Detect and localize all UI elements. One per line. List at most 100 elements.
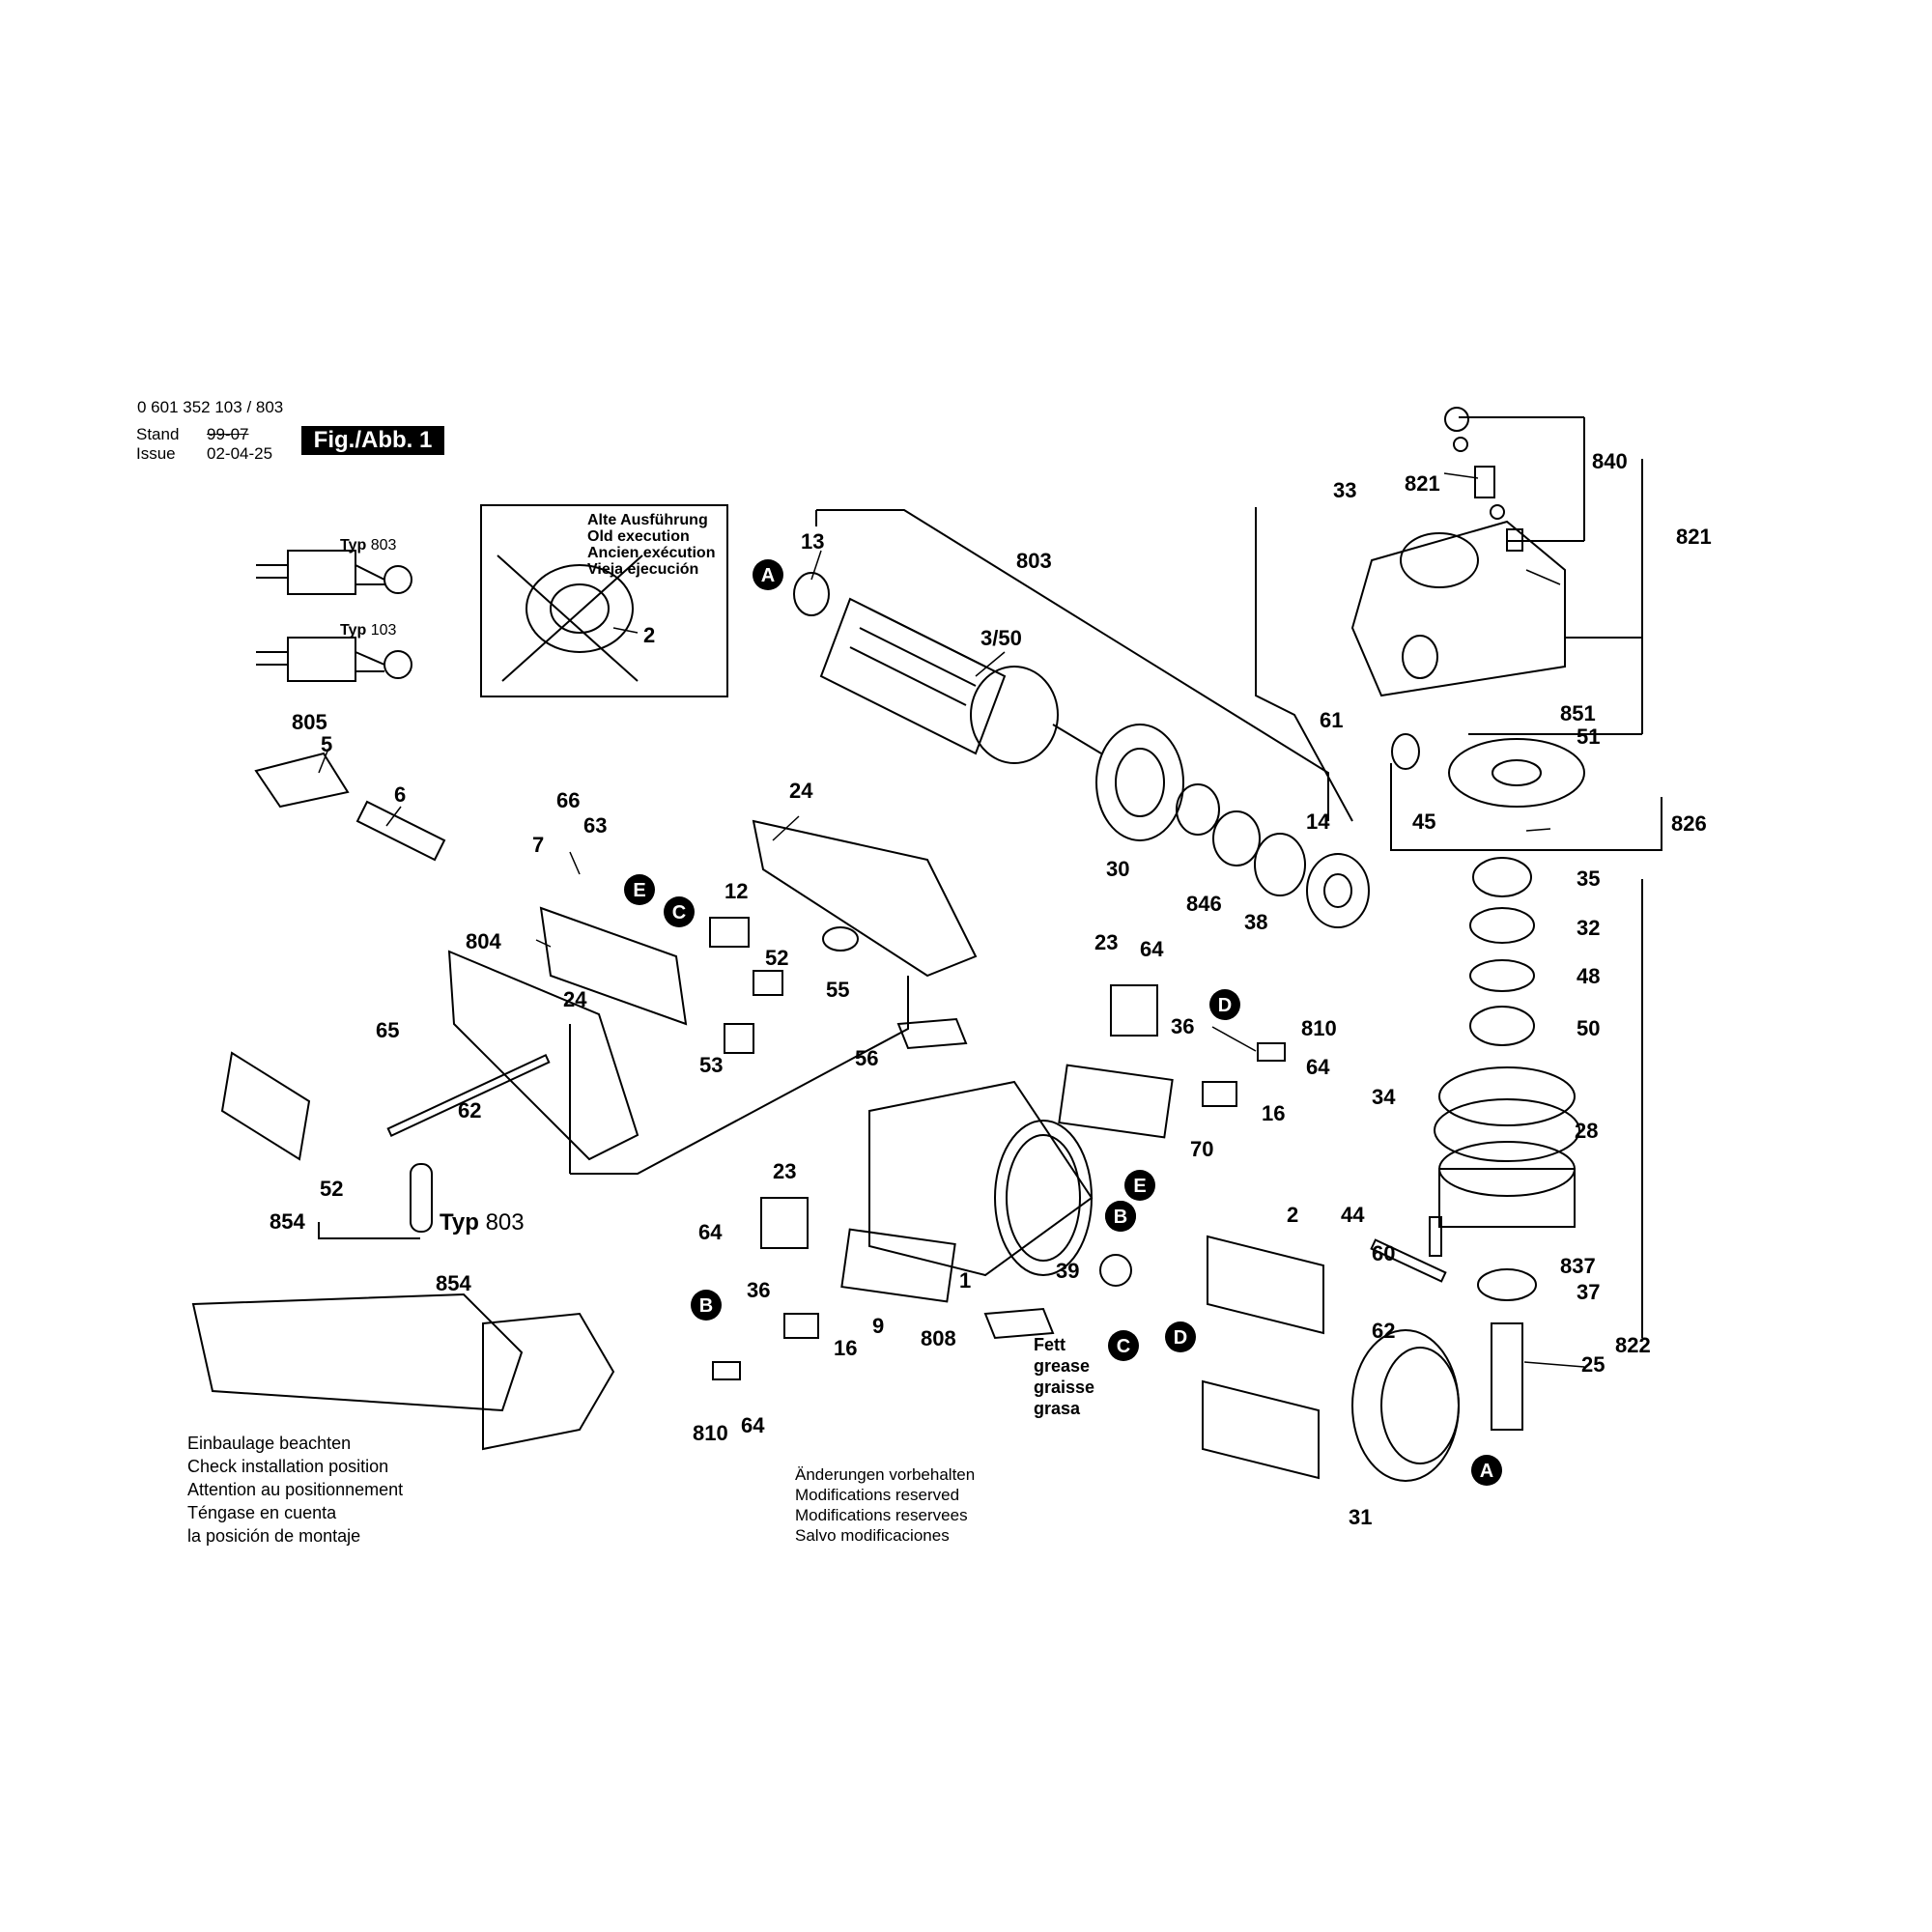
part-33: 33 (1333, 478, 1356, 502)
o-ring-28 (1434, 1098, 1580, 1162)
armature (819, 597, 1102, 764)
svg-text:E: E (1133, 1176, 1146, 1197)
part-50: 50 (1577, 1016, 1600, 1040)
part-23-upper: 23 (1094, 930, 1118, 954)
part-61: 61 (1320, 708, 1343, 732)
part-24-lower: 24 (563, 987, 587, 1011)
part-56: 56 (855, 1046, 878, 1070)
svg-text:B: B (699, 1295, 713, 1317)
screw-62-right (1370, 1238, 1447, 1283)
marker-c-switch: C (664, 896, 695, 927)
part-803: 803 (1016, 549, 1052, 573)
svg-text:A: A (1480, 1461, 1493, 1482)
part-851: 851 (1560, 701, 1596, 725)
part-854-a: 854 (270, 1209, 305, 1234)
part-45: 45 (1412, 810, 1435, 834)
part-840: 840 (1592, 449, 1628, 473)
part-64-lower-a: 64 (698, 1220, 723, 1244)
marker-c-coil: C (1108, 1330, 1139, 1361)
part-55: 55 (826, 978, 849, 1002)
part-822: 822 (1615, 1333, 1651, 1357)
stand-label: Stand (136, 425, 180, 443)
part-23-lower: 23 (773, 1159, 796, 1183)
marker-b-coil: B (1105, 1201, 1136, 1232)
part-39: 39 (1056, 1259, 1079, 1283)
part-12: 12 (724, 879, 748, 903)
model-number: 0 601 352 103 / 803 (137, 398, 284, 416)
brush-holder-16-upper (1202, 1081, 1237, 1107)
bearing-14 (1306, 853, 1370, 928)
modifications-note: Änderungen vorbehalten Modifications res… (795, 1465, 976, 1545)
screw-60 (1429, 1216, 1442, 1257)
suppressor-52 (753, 970, 783, 996)
carbon-brush-810-upper (1257, 1042, 1286, 1062)
old-execution-note: Alte Ausführung Old execution Ancien exé… (587, 512, 716, 578)
part-837: 837 (1560, 1254, 1596, 1278)
reference-markers: A E C D B E B B C D A (624, 559, 1502, 1486)
part-52-lower: 52 (320, 1177, 343, 1201)
bevel-gear-826 (1448, 738, 1585, 808)
part-16-upper: 16 (1262, 1101, 1285, 1125)
field-coil-2 (1207, 1235, 1324, 1335)
spindle-25 (1491, 1322, 1523, 1431)
damper-55 (822, 926, 859, 952)
circlip-48 (1469, 959, 1535, 992)
part-37: 37 (1577, 1280, 1600, 1304)
svg-text:C: C (672, 902, 686, 923)
cord-typ-803-detail (220, 1051, 433, 1239)
label-808 (983, 1307, 1055, 1340)
part-44: 44 (1341, 1203, 1365, 1227)
marker-b-lower: B (691, 1290, 722, 1321)
svg-text:A: A (761, 565, 775, 586)
part-808: 808 (921, 1326, 956, 1350)
part-64-mid: 64 (1306, 1055, 1330, 1079)
leader-lines (318, 472, 1585, 1368)
fan-cover-31 (1351, 1329, 1460, 1482)
part-36-lower: 36 (747, 1278, 770, 1302)
part-1: 1 (959, 1268, 971, 1293)
gear-housing (1350, 520, 1566, 697)
part-9: 9 (872, 1314, 884, 1338)
typ-803-label: Typ 803 (340, 537, 397, 554)
installation-detail-view (191, 1293, 615, 1451)
brush-holder-16-lower (783, 1313, 819, 1339)
bracket-housing-left (1255, 507, 1353, 822)
part-13: 13 (801, 529, 824, 554)
part-31: 31 (1349, 1505, 1372, 1529)
part-2: 2 (1287, 1203, 1298, 1227)
part-7: 7 (532, 833, 544, 857)
bearing-13 (793, 572, 830, 616)
typ-103-label: Typ 103 (340, 622, 397, 639)
marker-d-coil: D (1165, 1321, 1196, 1352)
washer-32 (1469, 907, 1535, 944)
part-62-left: 62 (458, 1098, 481, 1122)
wiring-schematic-typ-103 (256, 637, 412, 682)
part-53: 53 (699, 1053, 723, 1077)
switch-804 (539, 906, 688, 1026)
spring-ring-34 (1438, 1066, 1576, 1126)
cover-23-lower (760, 1197, 809, 1249)
switch-actuator-12 (709, 917, 750, 948)
part-16-lower: 16 (834, 1336, 857, 1360)
issue-label: Issue (136, 444, 176, 463)
issue-value: 02-04-25 (207, 444, 273, 463)
part-numbers: 803 13 3/50 2 805 5 6 24 66 63 7 12 804 … (270, 449, 1712, 1529)
screw-62-left (386, 1054, 551, 1137)
marker-e-switch: E (624, 874, 655, 905)
part-30: 30 (1106, 857, 1129, 881)
ring-37 (1477, 1268, 1537, 1301)
part-24-upper: 24 (789, 779, 813, 803)
part-51: 51 (1577, 724, 1600, 749)
part-66: 66 (556, 788, 580, 812)
part-25: 25 (1581, 1352, 1605, 1377)
typ-803-cord-label: Typ 803 (440, 1209, 525, 1236)
label-70 (1058, 1064, 1174, 1139)
part-64-lower-b: 64 (741, 1413, 765, 1437)
marker-a-fan: A (1471, 1455, 1502, 1486)
part-2-old: 2 (643, 623, 655, 647)
nut-840 (1444, 407, 1469, 432)
part-32: 32 (1577, 916, 1600, 940)
spring-821 (1474, 466, 1495, 498)
part-810-upper: 810 (1301, 1016, 1337, 1040)
bearing-38 (1254, 833, 1306, 896)
